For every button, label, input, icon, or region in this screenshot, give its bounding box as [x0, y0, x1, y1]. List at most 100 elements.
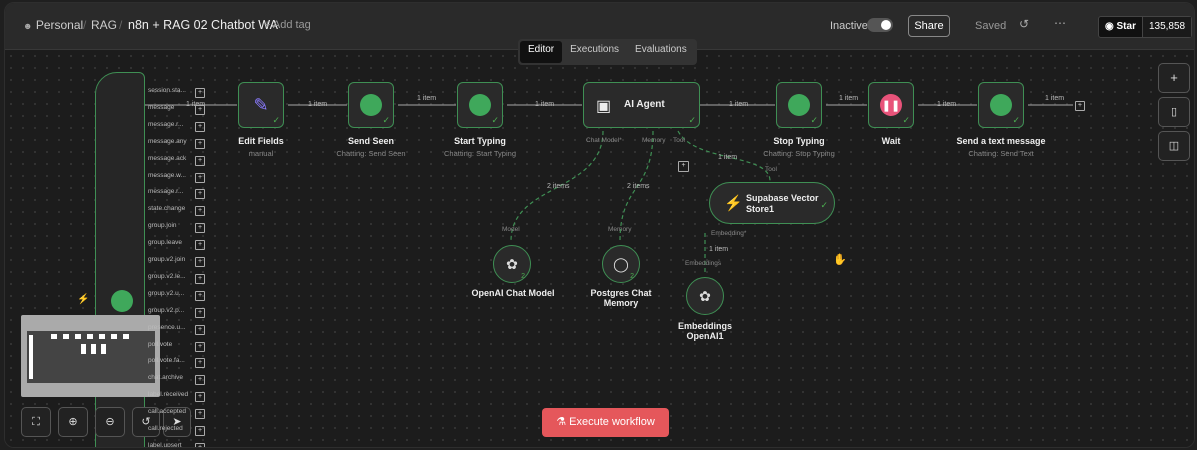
add-output-node-button[interactable]: +	[195, 375, 205, 386]
edge-item-count: 1 item	[1045, 95, 1065, 102]
connection-layer	[145, 104, 1073, 273]
run-count-badge: 2	[521, 273, 525, 280]
add-output-node-button[interactable]: +	[195, 138, 205, 149]
add-output-node-button[interactable]: +	[195, 104, 205, 115]
embeddings-openai-node[interactable]: ✿	[686, 277, 724, 315]
edge-item-count: 1 item	[417, 95, 437, 102]
more-options-icon[interactable]: ⋯	[1054, 16, 1067, 30]
trigger-output-label: group.leave	[148, 239, 182, 247]
wait-node[interactable]: ❚❚ ✓	[868, 82, 914, 128]
reset-zoom-icon[interactable]: ↺	[132, 407, 160, 437]
add-tag-button[interactable]: + Add tag	[264, 19, 311, 31]
add-output-node-button[interactable]: +	[195, 257, 205, 267]
edit-fields-node[interactable]: ✎ ✓	[238, 82, 284, 128]
add-output-node-button[interactable]: +	[195, 240, 205, 251]
trigger-output-label: group.v2.p...	[148, 306, 185, 314]
add-tool-button[interactable]: +	[678, 161, 689, 172]
add-node-button[interactable]: +	[1075, 101, 1085, 111]
trigger-output-label: label.received	[148, 391, 189, 399]
pencil-icon: ✎	[253, 94, 269, 115]
trigger-output-label: presence.u...	[148, 323, 186, 331]
trigger-output-label: state.change	[148, 205, 186, 213]
add-output-node-button[interactable]: +	[195, 189, 205, 200]
success-check-icon: ✓	[382, 115, 390, 125]
add-output-node-button[interactable]: +	[195, 341, 205, 352]
port-label: Embeddings	[685, 260, 722, 267]
waha-icon	[469, 94, 491, 116]
breadcrumb-personal[interactable]: ☻ Personal	[23, 18, 84, 32]
ai-agent-node[interactable]: ▣ AI Agent ✓	[583, 82, 700, 128]
trigger-output-label: session.sta...	[148, 87, 186, 94]
node-label: Edit Fields	[238, 136, 284, 146]
trigger-output-label: group.v2.le...	[148, 272, 186, 280]
minimap[interactable]	[21, 315, 160, 397]
sidebar-toggle-icon[interactable]: ◫	[1158, 131, 1190, 161]
edge-item-count: 2 items	[627, 183, 650, 190]
add-output-node-button[interactable]: +	[195, 392, 205, 403]
saved-status: Saved	[975, 20, 1007, 32]
trigger-output-label: call.rejected	[148, 425, 183, 432]
sticky-note-icon[interactable]: ▯	[1158, 97, 1190, 127]
add-output-node-button[interactable]: +	[195, 172, 205, 183]
node-label: Embeddings OpenAI1	[677, 321, 732, 341]
edge-item-count: 1 item	[937, 101, 957, 108]
history-icon[interactable]: ↺	[1019, 17, 1030, 31]
trigger-output-label: message.ack	[148, 154, 187, 162]
trigger-output-label: group.v2.join	[148, 256, 186, 263]
openai-chat-model-node[interactable]: ✿ 2	[493, 245, 531, 283]
trigger-output-label: poll.vote	[148, 340, 173, 348]
github-star-button[interactable]: ◉ Star 135,858	[1098, 16, 1193, 38]
openai-icon: ✿	[506, 255, 518, 272]
add-output-node-button[interactable]: +	[195, 206, 205, 217]
add-output-node-button[interactable]: +	[195, 273, 205, 284]
execute-workflow-button[interactable]: ⚗ Execute workflow	[542, 408, 669, 437]
share-button[interactable]: Share	[908, 15, 950, 37]
zoom-out-icon[interactable]: ⊖	[95, 407, 125, 437]
add-output-node-button[interactable]: +	[195, 155, 205, 166]
node-label: Wait	[881, 136, 901, 146]
node-subtitle: manual	[248, 149, 274, 158]
tab-editor[interactable]: Editor	[520, 41, 563, 63]
send-seen-node[interactable]: ✓	[348, 82, 394, 128]
fit-view-icon[interactable]: ⛶	[21, 407, 51, 437]
stop-typing-node[interactable]: ✓	[776, 82, 822, 128]
active-toggle[interactable]	[867, 18, 893, 32]
tab-executions[interactable]: Executions	[570, 44, 620, 55]
add-output-node-button[interactable]: +	[195, 426, 205, 436]
success-check-icon: ✓	[272, 115, 280, 125]
node-subtitle: Chatting: Send Text	[968, 149, 1034, 158]
connection-line	[510, 130, 604, 242]
add-output-node-button[interactable]: +	[195, 358, 205, 369]
add-node-panel-button[interactable]: +	[1158, 63, 1190, 93]
trigger-output-label: label.upsert	[148, 441, 182, 448]
tab-evaluations[interactable]: Evaluations	[635, 44, 687, 55]
trigger-output-label: chat.archive	[148, 374, 184, 382]
add-output-node-button[interactable]: +	[195, 324, 205, 335]
add-output-node-button[interactable]: +	[195, 442, 205, 447]
add-output-node-button[interactable]: +	[195, 223, 205, 234]
app-frame: ☻ Personal / RAG / n8n + RAG 02 Chatbot …	[4, 2, 1195, 448]
node-label: Stop Typing	[773, 136, 825, 146]
edge-item-count: 1 item	[839, 95, 859, 102]
add-output-node-button[interactable]: +	[195, 121, 205, 132]
send-text-message-node[interactable]: ✓	[978, 82, 1024, 128]
add-output-node-button[interactable]: +	[195, 88, 205, 98]
add-output-node-button[interactable]: +	[195, 307, 205, 318]
top-bar: ☻ Personal / RAG / n8n + RAG 02 Chatbot …	[5, 3, 1194, 50]
breadcrumb-separator: /	[119, 18, 123, 32]
start-typing-node[interactable]: ✓	[457, 82, 503, 128]
postgres-chat-memory-node[interactable]: ◯ 2	[602, 245, 640, 283]
success-check-icon: ✓	[902, 115, 910, 125]
node-label: OpenAI Chat Model	[471, 288, 555, 298]
workflow-title[interactable]: n8n + RAG 02 Chatbot WA	[128, 18, 278, 32]
supabase-vector-store-node[interactable]: ⚡ Supabase Vector Store1 ✓	[709, 182, 835, 224]
add-output-node-button[interactable]: +	[195, 409, 205, 420]
breadcrumb-folder[interactable]: RAG	[91, 18, 118, 32]
zoom-in-icon[interactable]: ⊕	[58, 407, 88, 437]
port-label: Memory	[608, 226, 632, 233]
success-check-icon: ✓	[491, 115, 499, 125]
tidy-up-icon[interactable]: ➤	[163, 407, 191, 437]
add-output-node-button[interactable]: +	[195, 290, 205, 301]
node-subtitle: Chatting: Send Seen	[336, 149, 406, 158]
node-label: Supabase Vector Store1	[746, 193, 819, 214]
